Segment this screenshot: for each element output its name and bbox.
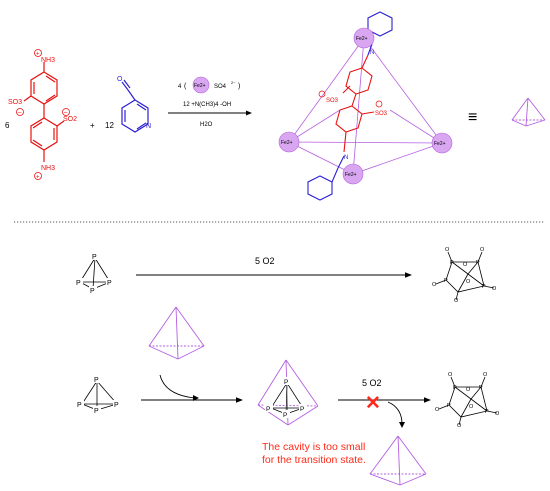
svg-text:P: P (300, 406, 304, 413)
svg-text:O: O (448, 372, 453, 378)
so3-left-label: SO3 (8, 99, 22, 106)
p4-free-p2: P (76, 280, 81, 287)
svg-text:O: O (466, 387, 471, 393)
reagent-o2-1: 5 O2 (255, 256, 275, 266)
curved-arrow-in (159, 374, 196, 399)
p4-free-p1: P (92, 254, 97, 261)
so3-right-label: SO2 (63, 116, 77, 123)
benzidine-labels: + NH3 SO3 − SO2 − NH3 + (8, 49, 77, 181)
svg-text:): ) (238, 83, 240, 90)
fe-label-right: Fe2+ (434, 141, 446, 147)
cage-imine-n: N (370, 50, 374, 56)
cavity-note-line2: for the transition state. (262, 454, 366, 466)
fe-count: 4 (178, 84, 182, 90)
svg-text:O: O (432, 282, 437, 288)
equivalence-sign: ≡ (468, 109, 477, 126)
svg-text:−: − (18, 110, 22, 117)
svg-text:P: P (444, 278, 448, 284)
p4-labels-2: P P P P (76, 375, 121, 415)
svg-text:P: P (94, 377, 99, 384)
p4o10-product-1 (435, 251, 495, 301)
cavity-note-line1: The cavity is too small (262, 441, 365, 453)
svg-text:P: P (94, 408, 99, 415)
svg-text:P: P (476, 260, 480, 266)
p4o10-product-2 (438, 376, 498, 426)
p4-free-p3: P (107, 280, 112, 287)
p4-free-p4: P (90, 288, 95, 295)
svg-text:O: O (463, 262, 468, 268)
svg-text:(: ( (184, 83, 187, 90)
fe-label-top: Fe2+ (356, 36, 368, 42)
svg-text:P: P (77, 402, 82, 409)
svg-text:O: O (495, 411, 500, 417)
pyridine-n: N (146, 123, 151, 130)
benzidine-disulfonate (23, 62, 65, 162)
fe-sphere-bottom (342, 163, 364, 185)
svg-text:O: O (457, 423, 462, 429)
svg-text:P: P (453, 385, 457, 391)
svg-text:P: P (283, 412, 287, 419)
svg-text:P: P (482, 284, 486, 290)
fe-sphere-right (431, 132, 453, 154)
svg-text:P: P (266, 406, 270, 413)
p4-molecule-free (79, 257, 111, 290)
svg-text:O: O (445, 247, 450, 253)
svg-text:P: P (284, 379, 288, 386)
benzidine-count: 6 (5, 121, 10, 130)
p4o10-labels-1: O O P P O O P P O O O (432, 247, 497, 304)
fe-sphere-reagent (192, 76, 210, 94)
curved-arrow-out (387, 401, 403, 425)
svg-text:+: + (36, 52, 40, 58)
aldehyde-count: 12 (105, 121, 114, 130)
svg-text:O: O (492, 286, 497, 292)
encapsulated-p4-labels: P P P P (265, 377, 307, 419)
svg-text:O: O (483, 372, 488, 378)
svg-text:+: + (36, 175, 40, 181)
fe-label-left: Fe2+ (281, 140, 293, 146)
fe-sphere-left (278, 131, 300, 153)
svg-text:O: O (466, 279, 471, 285)
svg-text:P: P (447, 403, 451, 409)
aldehyde-o: O (117, 76, 123, 83)
nh3-bottom-label: NH3 (41, 165, 55, 172)
encapsulated-p4 (270, 382, 304, 415)
sulfate-label: SO4 (214, 84, 227, 90)
released-cage-tetrahedron (369, 435, 427, 486)
cage-so3-b: SO3 (375, 111, 388, 117)
cage-linker (335, 54, 375, 153)
pyridine-carboxaldehyde (121, 79, 149, 133)
empty-cage-tetrahedron (148, 306, 205, 360)
svg-text:P: P (479, 385, 483, 391)
small-tetrahedron-icon (511, 97, 546, 127)
svg-text:O: O (480, 247, 485, 253)
p4-labels-free: P P P P (75, 252, 114, 295)
p4-molecule-2 (81, 380, 118, 411)
fe-label-bottom: Fe2+ (345, 172, 357, 178)
base-label: 12 +N(CH3)4 -OH (183, 102, 231, 108)
cage-imine-n2: N (344, 155, 348, 161)
reagent-o2-2: 5 O2 (362, 378, 382, 388)
svg-text:−: − (64, 110, 68, 117)
solvent-label: H2O (200, 122, 213, 128)
svg-text:O: O (435, 407, 440, 413)
svg-text:O: O (469, 404, 474, 410)
svg-text:O: O (454, 298, 459, 304)
fe-ion-label: Fe2+ (194, 83, 206, 89)
reaction-conditions: 4 ( Fe2+ SO4 2− ) 12 +N(CH3)4 -OH H2O (168, 76, 252, 128)
p4o10-labels-2: O O P P O O P P O O O (435, 372, 500, 429)
fe-sphere-top (353, 27, 375, 49)
svg-text:2−: 2− (231, 80, 236, 85)
svg-text:P: P (114, 402, 119, 409)
plus-sign-1: + (90, 121, 95, 130)
blocked-cross: ✕ (365, 393, 381, 414)
cage-so3-a: SO3 (326, 98, 339, 104)
svg-text:P: P (450, 260, 454, 266)
svg-text:P: P (485, 409, 489, 415)
fe-cage-tetrahedron (288, 37, 443, 175)
fe-spheres: Fe2+ Fe2+ Fe2+ Fe2+ (278, 27, 453, 185)
nh3-top-label: NH3 (41, 57, 55, 64)
